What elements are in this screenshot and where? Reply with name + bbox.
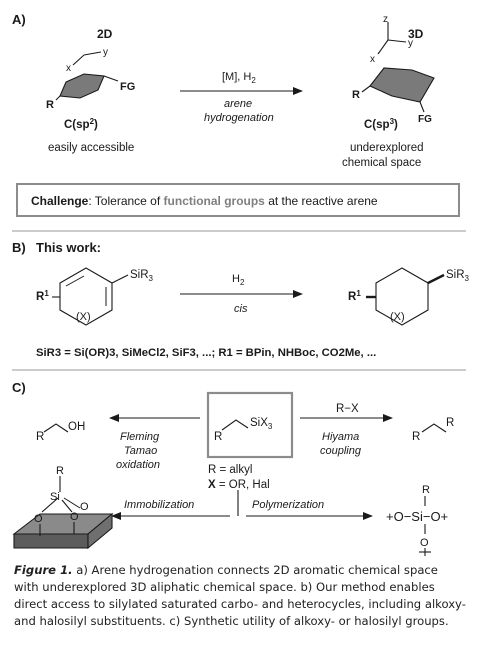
axes-2d: y x [66,47,108,74]
carbon-sp2: C(sp2) [64,117,98,131]
challenge-text: Challenge: Tolerance of functional group… [31,194,378,208]
poly-chain: +O−Si−O+ [386,509,448,524]
reactant-sir3: SiR3 [130,269,154,283]
axes-3d: z y x [370,14,413,65]
chair-ring [361,67,435,113]
axis-y-3d: y [408,38,413,49]
polymerization-label: Polymerization [252,499,324,511]
x-definition: X = OR, Hal [208,479,270,491]
alcohol-oh: OH [68,421,85,433]
axis-x-3d: x [370,54,375,65]
accessible-text: easily accessible [48,142,134,154]
section-a-label: A) [12,12,26,27]
challenge-box [16,183,460,217]
poly-r: R [422,484,430,496]
alcohol-r: R [36,431,44,443]
underexplored-text: underexplored [350,142,424,154]
product-r1: R1 [348,289,361,303]
section-c-label: C) [12,380,26,395]
surface-o2: O [70,511,79,523]
hiyama-label: Hiyama [322,431,359,443]
carbon-sp3: C(sp3) [364,117,398,131]
cis-label: cis [234,303,248,315]
scope-line: SiR3 = Si(OR)3, SiMeCl2, SiF3, ...; R1 =… [36,347,376,359]
chemical-space-text: chemical space [342,157,421,169]
silane-box [206,391,294,459]
axis-x-2d: x [66,63,71,74]
fg-label-left: FG [120,81,135,93]
figure-caption: Figure 1. a) Arene hydrogenation connect… [14,562,466,630]
surface-o3: O [80,501,89,513]
hiyama-reagent: R−X [336,403,359,415]
axis-z-3d: z [383,14,388,25]
fg-label-right: FG [418,114,432,125]
hydrogenation-label: hydrogenation [204,112,274,124]
surface-si: Si [50,491,60,503]
flat-arene-ring [55,73,119,101]
fleming-label: Fleming [120,431,160,443]
section-b-title: This work: [36,240,101,255]
r-label-right: R [352,89,360,101]
silica-surface [12,476,114,550]
r-label-left: R [46,99,54,111]
immobilization-label: Immobilization [124,499,194,511]
silane-chain [221,419,249,431]
silane-r: R [214,431,222,443]
r-definition: R = alkyl [208,464,252,476]
silane-group: SiX3 [250,417,273,431]
alcohol-chain [43,423,69,433]
figure-label: Figure 1. [14,563,73,577]
oxidation-label: oxidation [116,459,160,471]
product-ring [366,267,445,326]
h2-label: H2 [232,273,245,287]
reactant-arene [52,267,129,326]
caption-text: a) Arene hydrogenation connects 2D aroma… [14,563,466,628]
surface-o1: O [34,513,43,525]
product-sir3: SiR3 [446,269,470,283]
coupling-label: coupling [320,445,362,457]
surface-r: R [56,465,64,477]
coupling-r2: R [446,417,454,429]
coupling-r1: R [412,431,420,443]
tamao-label: Tamao [124,445,157,457]
arene-label: arene [224,98,252,110]
poly-o: O [420,537,429,549]
section-b-label: B) [12,240,26,255]
catalyst-label: [M], H2 [222,71,256,85]
reactant-x: (X) [76,311,91,323]
label-3d: 3D [408,27,424,41]
coupling-chain [421,423,447,433]
axis-y-2d: y [103,47,108,58]
reactant-r1: R1 [36,289,49,303]
product-x: (X) [390,311,405,323]
label-2d: 2D [97,27,113,41]
